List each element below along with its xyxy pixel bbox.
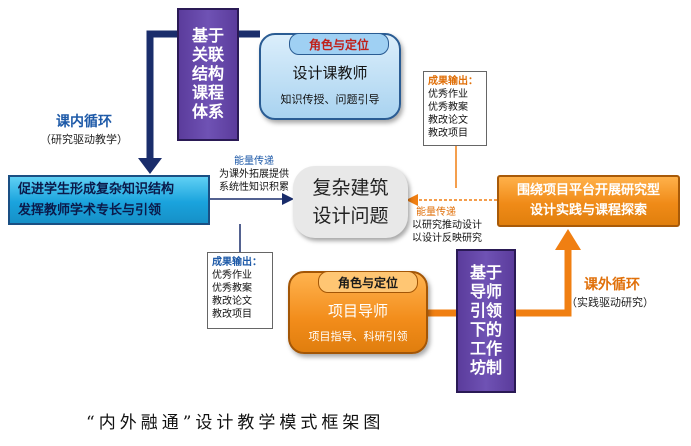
left-goal-line: 发挥教师学术专长与引领 xyxy=(18,203,162,218)
teacher-role-desc: 知识传授、问题引导 xyxy=(280,93,380,106)
right-energy-head: 能量传递 xyxy=(416,207,456,218)
outer-loop-arrowhead xyxy=(555,229,581,250)
outer-loop-label: 课外循环 xyxy=(584,277,640,293)
workshop-system-text: 基于 导师 引领 下的 工作 坊制 xyxy=(469,263,502,377)
left-energy-line: 系统性知识积累 xyxy=(219,182,289,193)
right-goal-line: 围绕项目平台开展研究型 xyxy=(516,183,660,198)
output-left-item: 优秀作业 xyxy=(212,270,252,281)
inner-loop-label: 课内循环 xyxy=(56,114,112,130)
output-left-item: 教改论文 xyxy=(212,296,252,307)
inner-loop-sub: （研究驱动教学） xyxy=(40,133,128,146)
teacher-role-title: 设计课教师 xyxy=(292,64,368,82)
mentor-role-box: 角色与定位 项目导师 项目指导、科研引领 xyxy=(288,271,428,354)
right-energy-line: 以研究推动设计 xyxy=(412,220,482,231)
right-energy-line: 以设计反映研究 xyxy=(412,233,482,244)
center-problem-line: 设计问题 xyxy=(312,205,389,227)
output-left-item: 优秀教案 xyxy=(212,283,252,294)
output-top-box: 成果输出： 优秀作业 优秀教案 教改论文 教改项目 xyxy=(423,71,487,146)
output-top-item: 优秀作业 xyxy=(428,89,468,100)
output-top-item: 教改项目 xyxy=(428,128,468,139)
mentor-role-desc: 项目指导、科研引领 xyxy=(308,330,408,343)
left-energy-note: 能量传递 为课外拓展提供 系统性知识积累 xyxy=(212,155,296,194)
left-goal-box: 促进学生形成复杂知识结构 发挥教师学术专长与引领 xyxy=(8,175,210,225)
center-problem-line: 复杂建筑 xyxy=(312,177,389,199)
diagram-title: “内外融通”设计教学模式框架图 xyxy=(86,413,385,433)
mentor-role-title: 项目导师 xyxy=(327,302,388,320)
right-goal-box: 围绕项目平台开展研究型 设计实践与课程探索 xyxy=(497,175,680,227)
mentor-role-tab: 角色与定位 xyxy=(318,271,418,293)
course-system-box: 基于 关联 结构 课程 体系 xyxy=(177,8,239,141)
teacher-role-tab: 角色与定位 xyxy=(289,33,389,55)
left-energy-head: 能量传递 xyxy=(234,156,274,167)
output-top-item: 教改论文 xyxy=(428,115,468,126)
output-left-head: 成果输出： xyxy=(212,257,262,268)
output-left-item: 教改项目 xyxy=(212,309,252,320)
course-system-text: 基于 关联 结构 课程 体系 xyxy=(191,26,224,121)
output-top-item: 优秀教案 xyxy=(428,102,468,113)
workshop-system-box: 基于 导师 引领 下的 工作 坊制 xyxy=(456,249,516,393)
right-energy-note: 能量传递 以研究推动设计 以设计反映研究 xyxy=(412,206,496,245)
output-top-head: 成果输出： xyxy=(428,76,478,87)
output-left-box: 成果输出： 优秀作业 优秀教案 教改论文 教改项目 xyxy=(207,252,273,329)
right-goal-line: 设计实践与课程探索 xyxy=(529,203,647,218)
center-problem-box: 复杂建筑 设计问题 xyxy=(293,166,408,238)
left-goal-line: 促进学生形成复杂知识结构 xyxy=(18,182,175,197)
inner-loop-arrowhead xyxy=(138,158,162,174)
outer-loop-sub: （实践驱动研究） xyxy=(566,296,654,309)
left-energy-line: 为课外拓展提供 xyxy=(219,169,289,180)
teacher-role-box: 角色与定位 设计课教师 知识传授、问题引导 xyxy=(259,33,401,120)
